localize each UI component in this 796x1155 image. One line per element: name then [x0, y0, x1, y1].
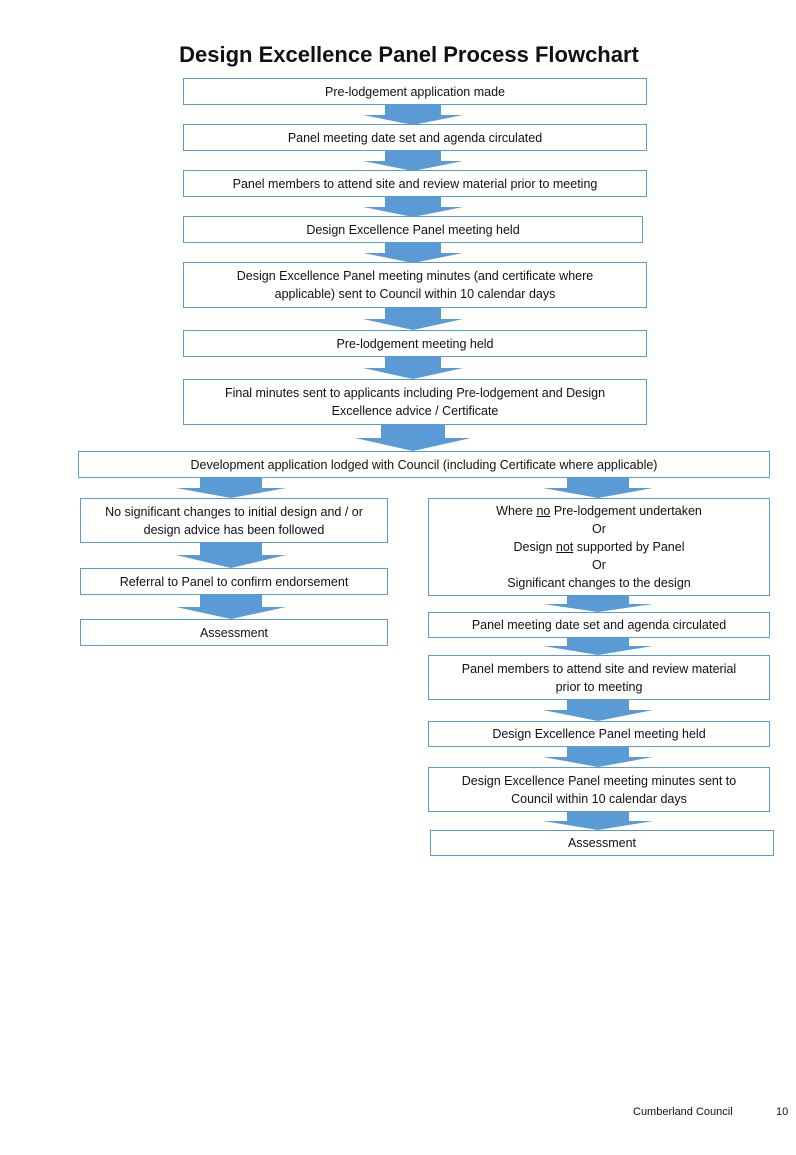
step-pre-lodgement-meeting-held: Pre-lodgement meeting held	[183, 330, 647, 357]
page-title: Design Excellence Panel Process Flowchar…	[179, 42, 639, 67]
down-arrow-icon	[543, 747, 653, 767]
step-label: Referral to Panel to confirm endorsement	[119, 574, 349, 589]
page-number: 10	[776, 1106, 789, 1118]
step-label: Design Excellence Panel meeting minutes …	[461, 773, 737, 806]
step-label: Design Excellence Panel meeting held	[306, 222, 520, 237]
step-final-minutes-sent: Final minutes sent to applicants includi…	[183, 379, 647, 425]
down-arrow-icon	[543, 812, 653, 830]
step-label: No significant changes to initial design…	[105, 504, 363, 537]
condition-no-pre-lodgement: Where no Pre-lodgement undertaken	[496, 504, 702, 518]
down-arrow-icon	[543, 638, 653, 655]
step-pre-lodgement-application: Pre-lodgement application made	[183, 78, 647, 105]
step-label: Panel members to attend site and review …	[461, 661, 737, 694]
step-label: Pre-lodgement application made	[325, 84, 505, 99]
down-arrow-icon	[363, 151, 463, 171]
step-label: Assessment	[567, 836, 637, 850]
down-arrow-icon	[543, 596, 653, 612]
condition-significant-changes: Significant changes to the design	[507, 576, 691, 590]
or-label: Or	[592, 522, 606, 536]
step-development-application-lodged: Development application lodged with Coun…	[78, 451, 770, 478]
down-arrow-icon	[543, 478, 653, 498]
step-label: Panel meeting date set and agenda circul…	[471, 618, 727, 632]
step-label: Design Excellence Panel meeting minutes …	[236, 269, 594, 301]
step-assessment-right: Assessment	[430, 830, 774, 856]
step-panel-meeting-held-right: Design Excellence Panel meeting held	[428, 721, 770, 747]
down-arrow-icon	[363, 357, 463, 379]
step-conditions-panel-review: Where no Pre-lodgement undertaken Or Des…	[428, 498, 770, 596]
down-arrow-icon	[363, 243, 463, 263]
down-arrow-icon	[176, 543, 286, 568]
step-referral-to-panel: Referral to Panel to confirm endorsement	[80, 568, 388, 595]
step-label: Panel members to attend site and review …	[232, 176, 598, 191]
step-panel-members-attend-site: Panel members to attend site and review …	[183, 170, 647, 197]
step-label: Assessment	[199, 625, 269, 640]
step-panel-meeting-held: Design Excellence Panel meeting held	[183, 216, 643, 243]
down-arrow-icon	[355, 425, 471, 451]
step-panel-meeting-date: Panel meeting date set and agenda circul…	[183, 124, 647, 151]
down-arrow-icon	[176, 595, 286, 619]
down-arrow-icon	[543, 700, 653, 721]
down-arrow-icon	[363, 105, 463, 125]
down-arrow-icon	[363, 197, 463, 217]
down-arrow-icon	[363, 308, 463, 330]
down-arrow-icon	[176, 478, 286, 498]
step-meeting-minutes-sent-right: Design Excellence Panel meeting minutes …	[428, 767, 770, 812]
step-no-significant-changes: No significant changes to initial design…	[80, 498, 388, 543]
step-meeting-minutes-sent: Design Excellence Panel meeting minutes …	[183, 262, 647, 308]
step-assessment-left: Assessment	[80, 619, 388, 646]
step-label: Panel meeting date set and agenda circul…	[287, 130, 543, 145]
condition-design-not-supported: Design not supported by Panel	[513, 540, 685, 554]
or-label: Or	[592, 558, 606, 572]
step-label: Pre-lodgement meeting held	[336, 336, 494, 351]
step-label: Development application lodged with Coun…	[190, 457, 658, 472]
footer-organisation: Cumberland Council	[633, 1106, 733, 1118]
step-panel-meeting-date-right: Panel meeting date set and agenda circul…	[428, 612, 770, 638]
step-label: Final minutes sent to applicants includi…	[224, 386, 606, 418]
step-panel-members-attend-site-right: Panel members to attend site and review …	[428, 655, 770, 700]
step-label: Design Excellence Panel meeting held	[492, 727, 706, 741]
